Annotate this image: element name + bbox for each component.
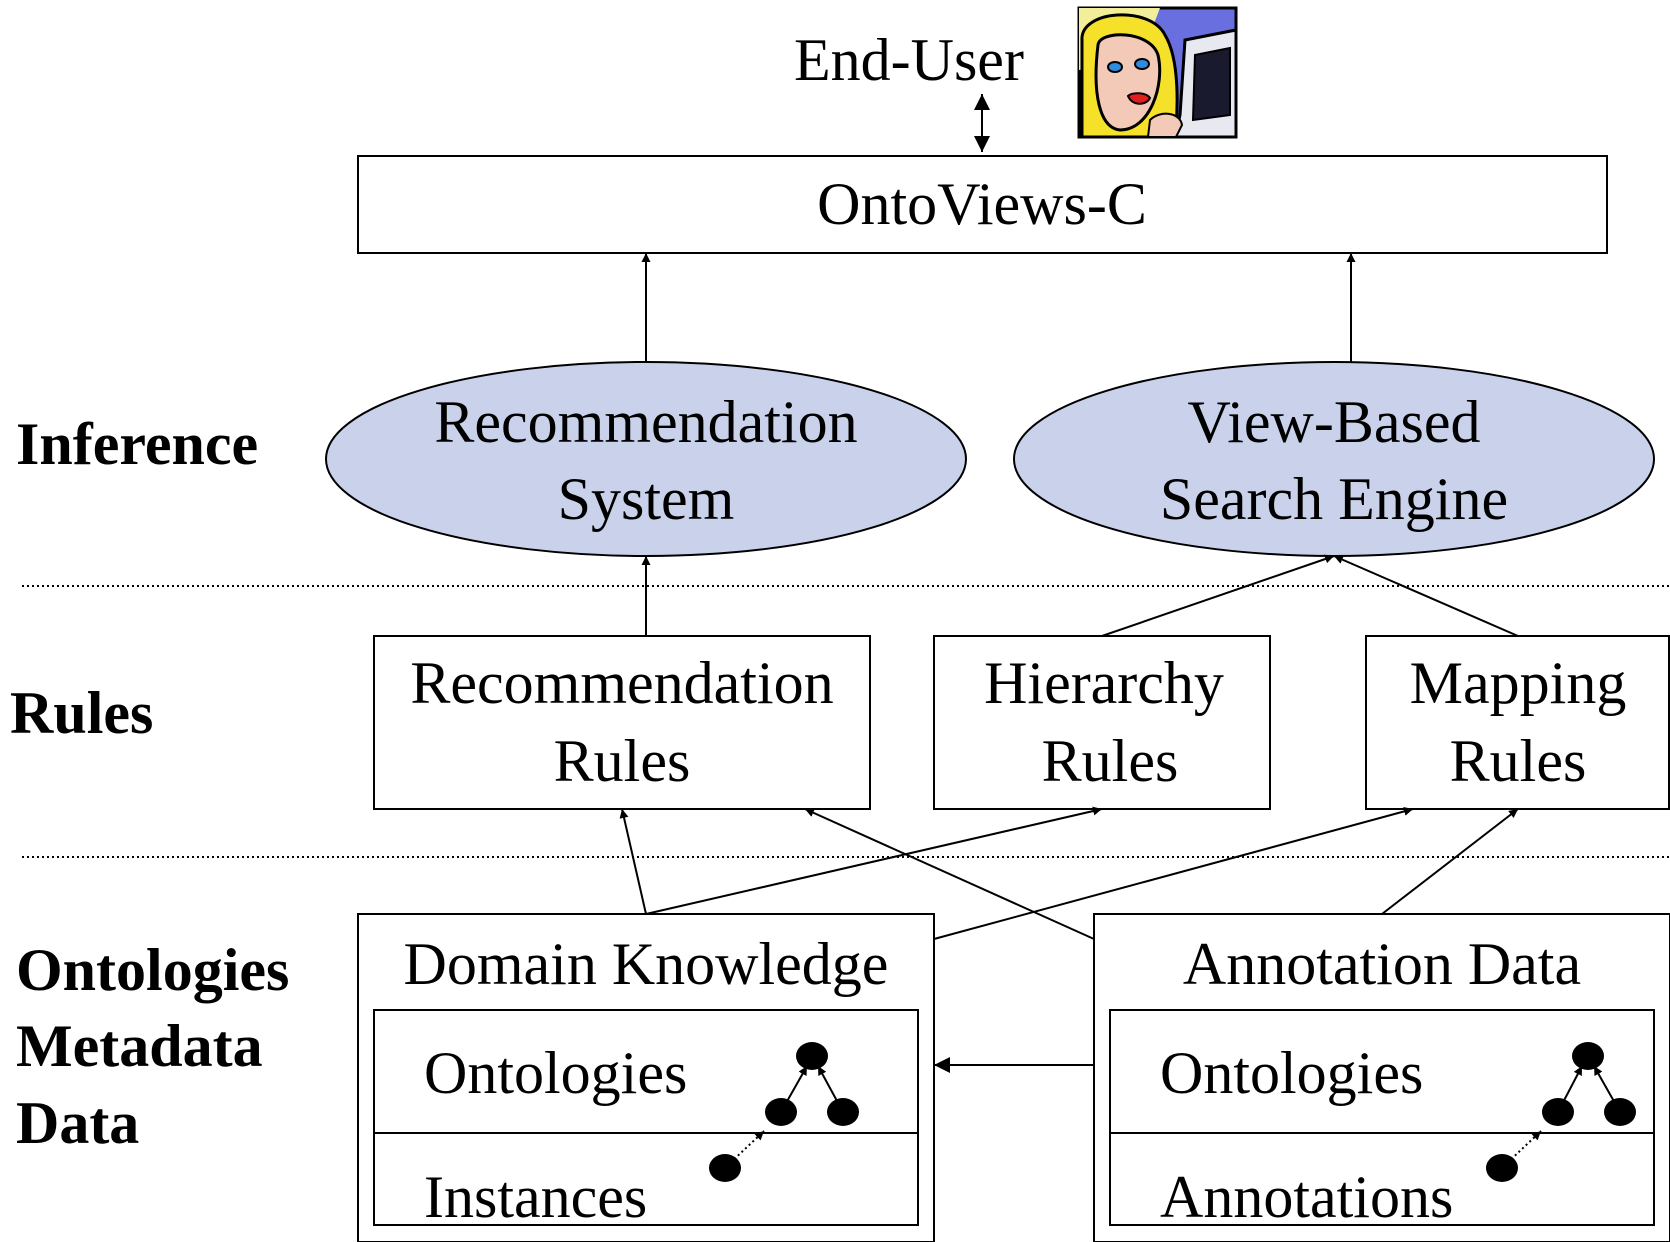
search-engine-label-line1: View-Based [1188, 389, 1481, 455]
annotation-data-title: Annotation Data [1183, 931, 1581, 997]
domain-instances-box [373, 1132, 919, 1226]
domain-to-recommendation-rules-arrow [619, 808, 647, 915]
mapping-rules-box [1365, 635, 1670, 810]
domain-ontologies-label: Ontologies [424, 1040, 687, 1106]
end-user-label: End-User [794, 27, 1024, 93]
annotation-ontologies-label: Ontologies [1160, 1040, 1423, 1106]
layer-label-data: Data [16, 1090, 139, 1156]
mapping-rules-to-search-arrow [1333, 555, 1519, 637]
annotation-to-mapping-rules-arrow [1381, 808, 1519, 915]
recommendation-rules-label-line2: Rules [554, 728, 691, 794]
annotations-label: Annotations [1160, 1164, 1453, 1230]
ontoviews-c-label: OntoViews-C [817, 171, 1147, 237]
domain-to-mapping-rules-arrow [933, 807, 1414, 940]
woman-at-computer-icon [1077, 6, 1238, 139]
ontoviews-c-box [357, 155, 1608, 254]
annotation-ontologies-box [1109, 1009, 1655, 1134]
search-engine-label-line2: Search Engine [1160, 466, 1508, 532]
annotation-ontology-graph-icon [1486, 1042, 1636, 1182]
mapping-rules-label-line2: Rules [1450, 728, 1587, 794]
recommendation-system-label-line1: Recommendation [434, 389, 857, 455]
domain-instances-label: Instances [424, 1164, 647, 1230]
annotations-box [1109, 1132, 1655, 1226]
domain-to-hierarchy-rules-arrow [645, 806, 1103, 915]
domain-ontology-graph-icon [709, 1042, 859, 1182]
mapping-rules-label-line1: Mapping [1410, 650, 1627, 716]
hierarchy-rules-to-search-arrow [1101, 554, 1335, 637]
recommendation-rules-label-line1: Recommendation [410, 650, 833, 716]
domain-knowledge-title: Domain Knowledge [404, 931, 889, 997]
layer-label-metadata: Metadata [16, 1013, 263, 1079]
hierarchy-rules-label-line2: Rules [1042, 728, 1179, 794]
layer-label-inference: Inference [16, 411, 258, 477]
hierarchy-rules-label-line1: Hierarchy [984, 650, 1224, 716]
layer-label-ontologies: Ontologies [16, 937, 289, 1003]
layer-label-rules: Rules [10, 680, 153, 746]
recommendation-system-label-line2: System [558, 466, 735, 532]
annotation-to-recommendation-rules-arrow [804, 808, 1095, 940]
